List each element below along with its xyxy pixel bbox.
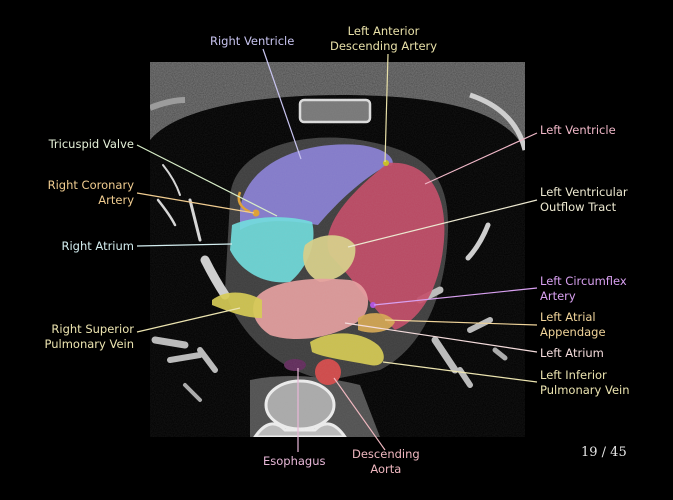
leader-right-atrium [136, 243, 233, 247]
leader-laa [384, 319, 538, 326]
label-text: Left Inferior [540, 368, 607, 382]
label-left-inferior-pulmonary-vein: Left Inferior Pulmonary Vein [540, 368, 630, 398]
label-text: Artery [540, 289, 576, 303]
leader-lipv [382, 361, 538, 383]
label-text: Descending [352, 447, 420, 461]
label-text: Right Superior [51, 322, 134, 336]
label-lvot: Left Ventricular Outflow Tract [540, 185, 628, 215]
label-text: Right Atrium [61, 239, 134, 253]
label-text: Left Circumflex [540, 274, 627, 288]
leader-lad [384, 53, 389, 163]
label-text: Outflow Tract [540, 200, 617, 214]
label-text: Right Ventricle [210, 34, 295, 48]
leader-rspv [136, 307, 241, 333]
leader-tricuspid [136, 144, 278, 217]
label-text: Left Ventricle [540, 123, 616, 137]
label-text: Descending Artery [330, 39, 438, 53]
leader-right-ventricle [262, 48, 302, 160]
leader-lines [136, 48, 538, 452]
label-text: Artery [98, 193, 134, 207]
leader-left-ventricle [424, 132, 538, 185]
label-text: Left Atrial [540, 310, 596, 324]
label-tricuspid-valve: Tricuspid Valve [49, 137, 134, 152]
label-lad: Left Anterior Descending Artery [330, 24, 437, 54]
label-descending-aorta: Descending Aorta [352, 447, 420, 477]
leader-aorta [333, 377, 386, 451]
label-text: Appendage [540, 325, 606, 339]
label-right-coronary-artery: Right Coronary Artery [48, 178, 134, 208]
label-text: Left Atrium [540, 346, 604, 360]
leader-rca [136, 192, 255, 214]
label-esophagus: Esophagus [263, 454, 326, 469]
label-text: Aorta [370, 462, 402, 476]
label-left-ventricle: Left Ventricle [540, 123, 616, 138]
label-text: Esophagus [263, 454, 326, 468]
label-text: Left Anterior [347, 24, 420, 38]
leader-lcx [373, 287, 538, 306]
leader-left-atrium [344, 322, 538, 353]
label-text: Pulmonary Vein [44, 337, 134, 351]
label-text: Left Ventricular [540, 185, 628, 199]
label-text: Pulmonary Vein [540, 383, 630, 397]
label-left-atrial-appendage: Left Atrial Appendage [540, 310, 606, 340]
label-right-ventricle: Right Ventricle [210, 34, 294, 49]
label-left-circumflex-artery: Left Circumflex Artery [540, 274, 627, 304]
leader-lvot [347, 199, 538, 248]
label-right-atrium: Right Atrium [61, 239, 134, 254]
label-left-atrium: Left Atrium [540, 346, 604, 361]
label-right-superior-pulmonary-vein: Right Superior Pulmonary Vein [44, 322, 134, 352]
label-text: Right Coronary [47, 178, 134, 192]
slide-counter: 19 / 45 [581, 445, 627, 460]
ct-image [150, 62, 525, 437]
label-text: Tricuspid Valve [48, 137, 134, 151]
